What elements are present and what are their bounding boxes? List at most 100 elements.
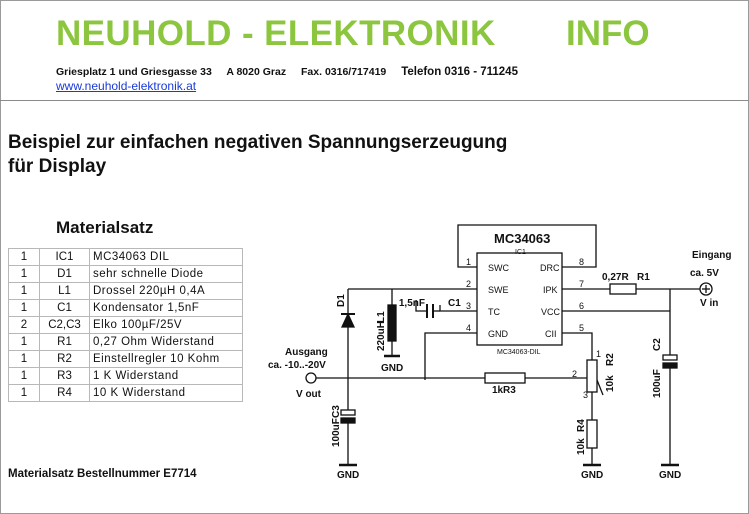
l1-ref: L1 [376, 311, 387, 323]
r1-body [609, 283, 637, 295]
header-divider [0, 100, 749, 101]
output-voltage: ca. -10..-20V [268, 360, 326, 371]
part-ref: C2,C3 [39, 316, 90, 334]
pin-num-7: 7 [579, 279, 584, 289]
part-desc: 10 K Widerstand [89, 384, 243, 402]
part-ref: R1 [39, 333, 90, 351]
pin-label-tc: TC [488, 307, 500, 317]
pin-label-swe: SWE [488, 285, 509, 295]
part-desc: Elko 100µF/25V [89, 316, 243, 334]
company-name: NEUHOLD - ELEKTRONIK [56, 14, 496, 53]
ic-title: MC34063 [494, 231, 550, 246]
ic-ref: IC1 [515, 249, 526, 256]
pin-label-ipk: IPK [543, 285, 558, 295]
info-tag: INFO [566, 14, 650, 53]
c1-ref: C1 [448, 298, 461, 309]
pot-pin-3: 3 [583, 390, 588, 400]
part-desc: sehr schnelle Diode [89, 265, 243, 283]
ic-subtitle: MC34063-DIL [497, 349, 541, 356]
r4-ref: R4 [576, 419, 587, 432]
l1-value: 220uH [376, 321, 387, 351]
gnd-label-l1: GND [381, 363, 403, 374]
d1-ref: D1 [336, 294, 347, 307]
r2-value: 10k [605, 375, 616, 392]
part-ref: R4 [39, 384, 90, 402]
order-number: Materialsatz Bestellnummer E7714 [8, 468, 197, 480]
page-title: Beispiel zur einfachen negativen Spannun… [8, 131, 628, 179]
r1-ref: R1 [637, 272, 650, 283]
d1-body [340, 312, 356, 328]
c3-ref: C3 [331, 405, 342, 418]
wire-pin1-pin8 [457, 224, 597, 268]
pin5-lead [562, 332, 593, 360]
vout-terminal[interactable] [305, 372, 317, 384]
part-qty: 1 [8, 384, 40, 402]
gnd-label-c3: GND [337, 470, 359, 481]
c1-value: 1,5nF [399, 298, 425, 309]
pin-label-swc: SWC [488, 263, 509, 273]
c2-ref: C2 [652, 338, 663, 351]
pin-num-8: 8 [579, 257, 584, 267]
c2-plate-bottom [662, 362, 678, 369]
address-line: Griesplatz 1 und Griesgasse 33 A 8020 Gr… [56, 66, 530, 78]
r1-value: 0,27R [602, 272, 629, 283]
vout-label: V out [296, 389, 322, 400]
r3-ref: R3 [503, 385, 516, 396]
pin-num-6: 6 [579, 301, 584, 311]
part-desc: 0,27 Ohm Widerstand [89, 333, 243, 351]
parts-heading: Materialsatz [56, 218, 154, 237]
street: Griesplatz 1 und Griesgasse 33 [56, 66, 212, 78]
c2-value: 100uF [652, 369, 663, 398]
r4-body [586, 419, 598, 449]
phone: Telefon 0316 - 711245 [401, 66, 518, 78]
city: A 8020 Graz [226, 66, 287, 78]
pin-num-4: 4 [466, 323, 471, 333]
r4-value: 10k [576, 438, 587, 455]
website-link[interactable]: www.neuhold-elektronik.at [56, 79, 197, 93]
part-desc: MC34063 DIL [89, 248, 243, 266]
r2-body [586, 359, 598, 393]
l1-body [387, 304, 397, 342]
pot-pin-2: 2 [572, 369, 577, 379]
title-line-1: Beispiel zur einfachen negativen Spannun… [8, 132, 508, 153]
wire-pin4 [424, 332, 458, 380]
ic-body [476, 252, 563, 346]
r3-body [484, 372, 526, 384]
c1-wire-left [415, 300, 427, 312]
r3-value: 1k [492, 385, 504, 396]
pin-label-cii: CII [545, 329, 557, 339]
part-desc: Einstellregler 10 Kohm [89, 350, 243, 368]
gnd-label-c2: GND [659, 470, 681, 481]
title-line-2: für Display [8, 156, 107, 177]
pin-label-drc: DRC [540, 263, 560, 273]
c2-plate-top [662, 354, 678, 361]
part-desc: Drossel 220µH 0,4A [89, 282, 243, 300]
fax: Fax. 0316/717419 [301, 66, 387, 78]
pin-num-1: 1 [466, 257, 471, 267]
c3-value: 100uF [331, 418, 342, 447]
gnd-label-r4: GND [581, 470, 603, 481]
pin-num-2: 2 [466, 279, 471, 289]
pin-num-3: 3 [466, 301, 471, 311]
pin-label-vcc: VCC [541, 307, 561, 317]
part-desc: Kondensator 1,5nF [89, 299, 243, 317]
pin-num-5: 5 [579, 323, 584, 333]
input-voltage: ca. 5V [690, 268, 719, 279]
pot-pin-1: 1 [596, 349, 601, 359]
input-label: Eingang [692, 250, 731, 261]
r2-wiper [596, 379, 604, 396]
pin-label-gnd: GND [488, 329, 509, 339]
c3-plate-top [340, 409, 356, 416]
c3-plate-bottom [340, 417, 356, 424]
output-label: Ausgang [285, 347, 328, 358]
vin-label: V in [700, 298, 718, 309]
r2-ref: R2 [605, 353, 616, 366]
